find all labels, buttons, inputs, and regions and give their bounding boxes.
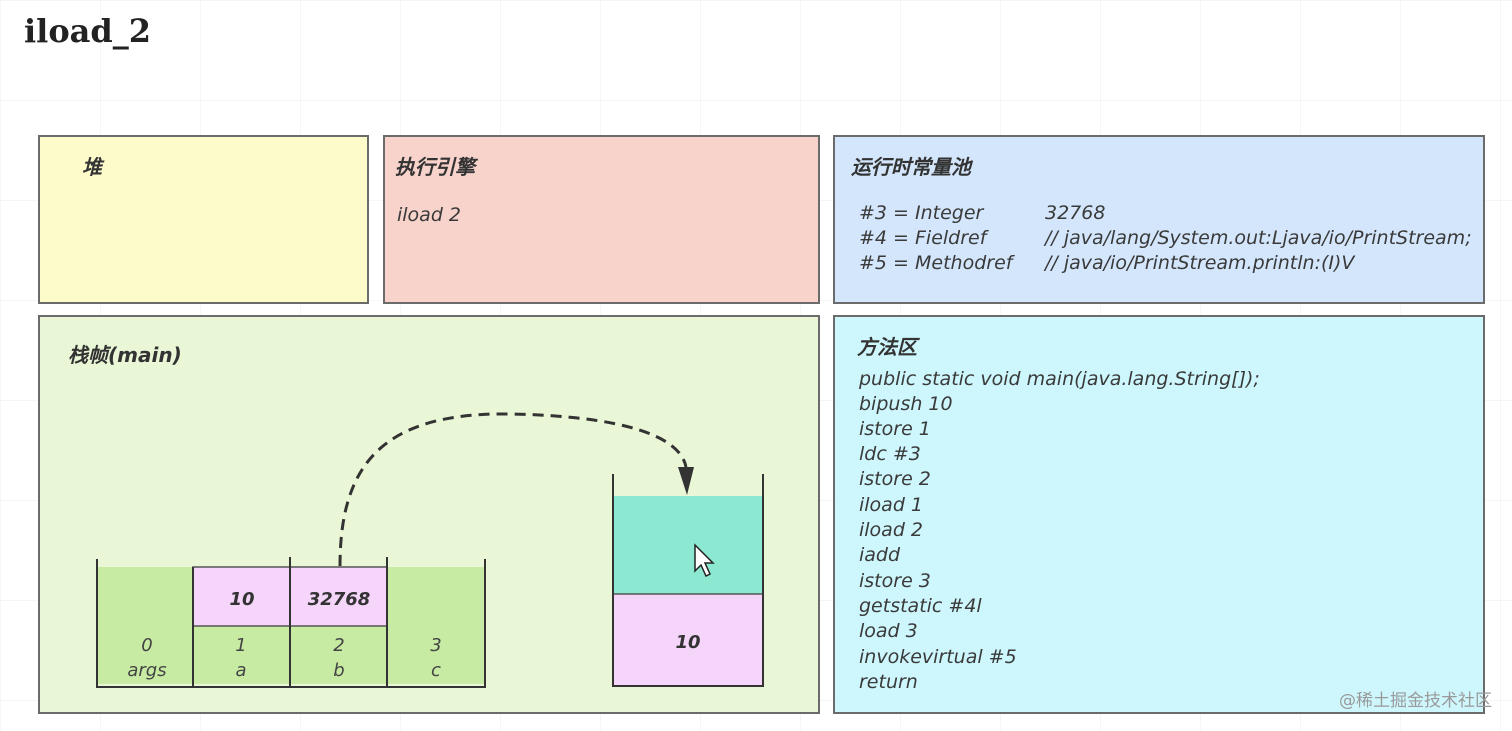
pool-entry-value: 32768 <box>1045 202 1106 224</box>
method-line: iload 2 <box>859 519 924 541</box>
method-line: istore 2 <box>859 468 931 490</box>
method-line: return <box>859 671 918 693</box>
local-slot-index: 0 <box>141 635 152 656</box>
local-slot-name: b <box>333 660 344 681</box>
method-line: load 3 <box>859 620 918 642</box>
page-title: iload_2 <box>24 12 152 50</box>
engine-instruction: iload 2 <box>397 204 462 226</box>
local-slot-value: 10 <box>229 589 254 610</box>
local-slot-index: 2 <box>333 635 344 656</box>
method-line: istore 1 <box>859 418 931 440</box>
method-line: istore 3 <box>859 570 931 592</box>
operand-stack-outline <box>612 474 764 687</box>
local-slot-name: c <box>431 660 441 681</box>
local-slot-value-box <box>192 566 291 627</box>
heap-title: 堆 <box>82 155 102 179</box>
local-slot-index: 3 <box>430 635 441 656</box>
operand-stack-top <box>613 496 763 594</box>
pool-entry-ref: #3 = Integer <box>859 202 984 224</box>
watermark: @稀土掘金技术社区 <box>1339 691 1492 711</box>
operand-stack-bottom <box>613 594 763 686</box>
method-line: bipush 10 <box>859 393 953 415</box>
heap-panel: 堆 <box>38 135 369 304</box>
method-line: iadd <box>859 544 901 566</box>
method-line: getstatic #4l <box>859 595 982 617</box>
method-line: invokevirtual #5 <box>859 646 1017 668</box>
engine-title: 执行引擎 <box>395 155 475 179</box>
method-area-panel: 方法区 public static void main(java.lang.St… <box>833 315 1485 714</box>
stack-frame-panel: 栈帧(main) 10 32768 0 1 2 3 args a b c 10 <box>38 315 820 714</box>
pool-title: 运行时常量池 <box>851 155 971 179</box>
mouse-pointer-icon <box>694 543 715 578</box>
local-slot-value: 32768 <box>308 589 371 610</box>
method-line: ldc #3 <box>859 443 921 465</box>
arrow-head-icon <box>678 467 694 495</box>
local-slot-name: a <box>235 660 246 681</box>
method-line: iload 1 <box>859 494 924 516</box>
method-line: public static void main(java.lang.String… <box>859 368 1260 390</box>
constant-pool-panel: 运行时常量池 #3 = Integer 32768 #4 = Fieldref … <box>833 135 1485 304</box>
frame-title: 栈帧(main) <box>68 343 182 367</box>
pool-entry-ref: #4 = Fieldref <box>859 227 987 249</box>
pool-entry-value: // java/lang/System.out:Ljava/io/PrintSt… <box>1045 227 1472 249</box>
pool-entry-ref: #5 = Methodref <box>859 252 1013 274</box>
dashed-arc-arrow <box>338 412 688 567</box>
local-slot-index: 1 <box>235 635 246 656</box>
stack-frame-diagram: 10 32768 0 1 2 3 args a b c 10 <box>96 412 764 688</box>
method-title: 方法区 <box>857 335 917 359</box>
pool-entry-value: // java/io/PrintStream.println:(I)V <box>1045 252 1355 274</box>
operand-stack-value: 10 <box>675 632 700 653</box>
execution-engine-panel: 执行引擎 iload 2 <box>383 135 820 304</box>
local-variable-table-outline <box>96 559 486 688</box>
local-slot-name: args <box>127 660 166 681</box>
